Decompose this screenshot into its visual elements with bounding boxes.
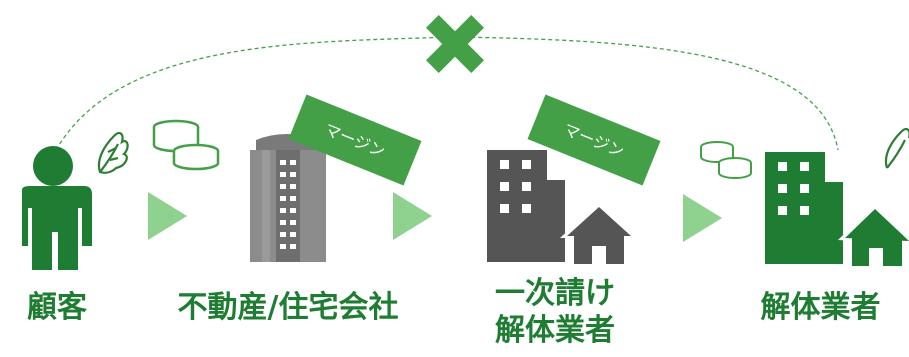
margin-tag: マージン	[527, 94, 661, 186]
coins-icon	[700, 141, 752, 179]
demolisher-label: 解体業者	[760, 290, 881, 325]
realestate-label: 不動産/住宅会社	[177, 290, 399, 325]
primary-contractor-label-line1: 一次請け	[495, 276, 615, 311]
customer-label: 顧客	[27, 290, 87, 325]
company-house-icon	[487, 150, 638, 264]
cross-mark-icon	[426, 15, 484, 73]
margin-tag: マージン	[288, 94, 422, 186]
primary-contractor-label-line2: 解体業者	[495, 313, 615, 348]
coins-icon	[152, 119, 220, 171]
arrow-right-icon	[393, 192, 432, 240]
building-icon	[250, 134, 326, 262]
lettuce-icon	[97, 132, 129, 174]
arrow-right-icon	[148, 192, 187, 240]
direct-connection-line	[55, 36, 839, 151]
lettuce-icon	[884, 128, 909, 169]
arrow-right-icon	[683, 194, 722, 242]
person-icon	[22, 146, 92, 270]
company-house-icon	[765, 152, 909, 266]
